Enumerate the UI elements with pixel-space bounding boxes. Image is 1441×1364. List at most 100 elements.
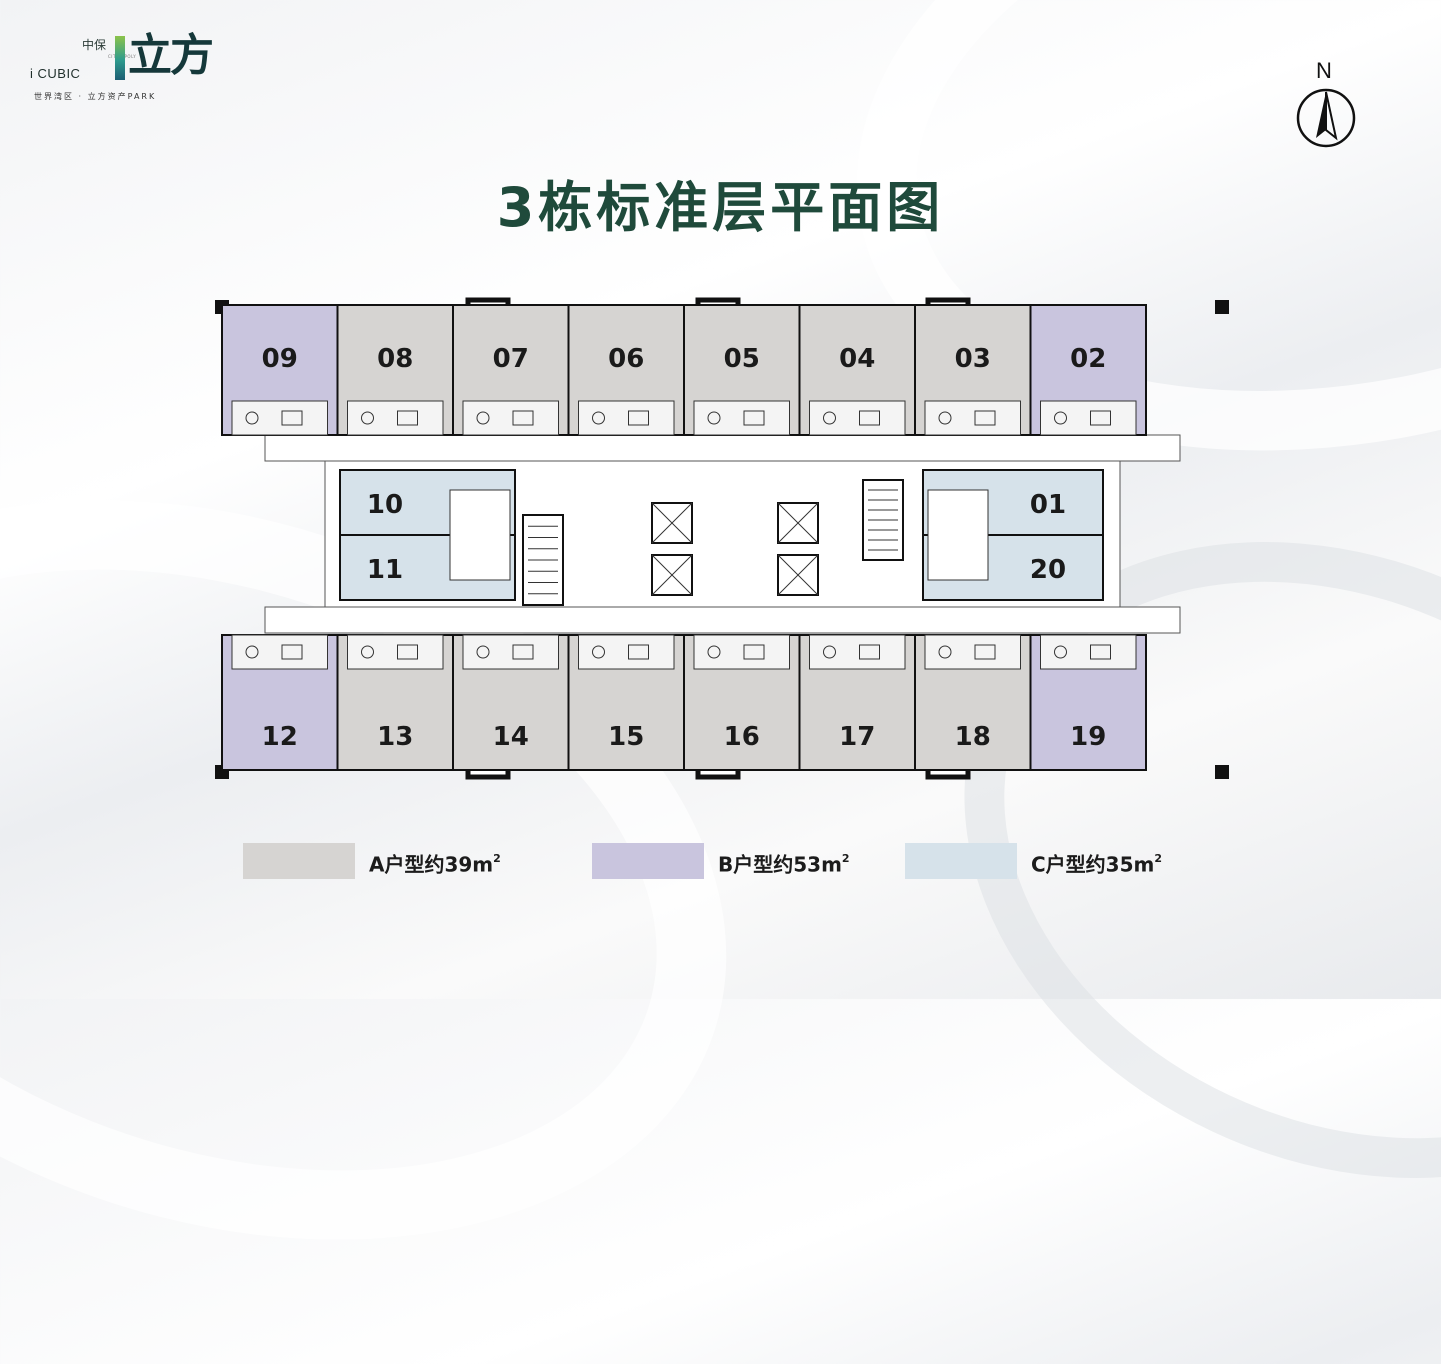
unit-label: 02 xyxy=(1070,344,1106,374)
bathroom xyxy=(809,400,906,436)
toilet-icon xyxy=(707,411,721,425)
bathroom xyxy=(809,634,906,670)
bathroom xyxy=(231,634,328,670)
elevator-icon xyxy=(777,502,819,544)
unit-05: 05 xyxy=(683,304,801,436)
unit-label: 16 xyxy=(724,722,760,752)
bathroom xyxy=(924,400,1021,436)
corridor-top xyxy=(264,434,1181,462)
toilet-icon xyxy=(592,645,605,659)
sink-icon xyxy=(1090,410,1111,426)
sink-icon xyxy=(743,410,765,426)
sink-icon xyxy=(859,644,880,660)
unit-label: 10 xyxy=(367,490,403,520)
bathroom xyxy=(231,400,328,436)
legend-label-b: B户型约53m xyxy=(718,852,842,877)
unit-label: 09 xyxy=(262,344,298,374)
bathroom xyxy=(927,489,989,581)
sink-icon xyxy=(1090,644,1111,660)
unit-02: 02 xyxy=(1029,304,1147,436)
bathroom xyxy=(693,400,790,436)
compass-north-label: N xyxy=(1316,58,1332,83)
legend-swatch-a xyxy=(243,843,355,879)
legend-label-a: A户型约39m xyxy=(369,852,494,877)
unit-label: 06 xyxy=(608,344,644,374)
unit-03: 03 xyxy=(914,304,1032,436)
unit-18: 18 xyxy=(914,634,1032,771)
bathroom xyxy=(578,634,675,670)
unit-label: 14 xyxy=(493,722,529,752)
bathroom xyxy=(462,400,559,436)
toilet-icon xyxy=(245,645,259,659)
toilet-icon xyxy=(707,645,721,659)
legend-sup-b: 2 xyxy=(841,852,850,865)
elevator-icon xyxy=(651,554,693,596)
bathroom xyxy=(462,634,559,670)
unit-17: 17 xyxy=(798,634,916,771)
unit-label: 03 xyxy=(955,344,991,374)
legend-swatch-b xyxy=(592,843,704,879)
unit-label: 19 xyxy=(1070,722,1106,752)
toilet-icon xyxy=(476,411,490,425)
sink-icon xyxy=(397,644,418,660)
bathroom xyxy=(347,400,444,436)
unit-14: 14 xyxy=(452,634,570,771)
structural-column xyxy=(1215,300,1229,314)
logo-cn-small: 中保 xyxy=(82,38,107,52)
bathroom xyxy=(924,634,1021,670)
toilet-icon xyxy=(1054,645,1067,659)
legend-sup-a: 2 xyxy=(493,852,501,865)
sink-icon xyxy=(281,410,303,426)
north-arrow-icon xyxy=(1296,88,1356,148)
unit-label: 05 xyxy=(724,344,760,374)
unit-label: 20 xyxy=(1030,555,1066,585)
sink-icon xyxy=(743,644,765,660)
unit-04: 04 xyxy=(798,304,916,436)
unit-label: 12 xyxy=(262,722,298,752)
unit-label: 15 xyxy=(608,722,644,752)
elevator-icon xyxy=(651,502,693,544)
unit-08: 08 xyxy=(336,304,454,436)
unit-09: 09 xyxy=(221,304,339,436)
sink-icon xyxy=(859,410,880,426)
unit-label: 13 xyxy=(377,722,413,752)
sink-icon xyxy=(974,644,996,660)
corridor-bottom xyxy=(264,606,1181,634)
unit-06: 06 xyxy=(567,304,685,436)
unit-label: 04 xyxy=(839,344,875,374)
sink-icon xyxy=(397,410,418,426)
sink-icon xyxy=(512,410,534,426)
bathroom xyxy=(578,400,675,436)
toilet-icon xyxy=(938,411,952,425)
toilet-icon xyxy=(592,411,605,425)
toilet-icon xyxy=(938,645,952,659)
unit-label: 08 xyxy=(377,344,413,374)
elevator-icon xyxy=(777,554,819,596)
compass: N xyxy=(1294,58,1358,152)
brand-logo: 中保 CITIC&POLY i CUBIC 立方 世界湾区 · 立方资产PARK xyxy=(30,28,220,108)
sink-icon xyxy=(974,410,996,426)
unit-13: 13 xyxy=(336,634,454,771)
sink-icon xyxy=(628,644,649,660)
logo-tagline: 世界湾区 · 立方资产PARK xyxy=(34,92,157,101)
bathroom xyxy=(693,634,790,670)
logo-gradient-bar xyxy=(115,36,125,80)
toilet-icon xyxy=(245,411,259,425)
bathroom xyxy=(347,634,444,670)
unit-07: 07 xyxy=(452,304,570,436)
toilet-icon xyxy=(361,645,374,659)
unit-label: 07 xyxy=(493,344,529,374)
bathroom xyxy=(1040,400,1137,436)
unit-label: 17 xyxy=(839,722,875,752)
toilet-icon xyxy=(823,411,836,425)
structural-column xyxy=(1215,765,1229,779)
unit-label: 11 xyxy=(367,555,403,585)
sink-icon xyxy=(628,410,649,426)
bathroom xyxy=(1040,634,1137,670)
unit-16: 16 xyxy=(683,634,801,771)
legend-swatch-c xyxy=(905,843,1017,879)
toilet-icon xyxy=(361,411,374,425)
toilet-icon xyxy=(476,645,490,659)
